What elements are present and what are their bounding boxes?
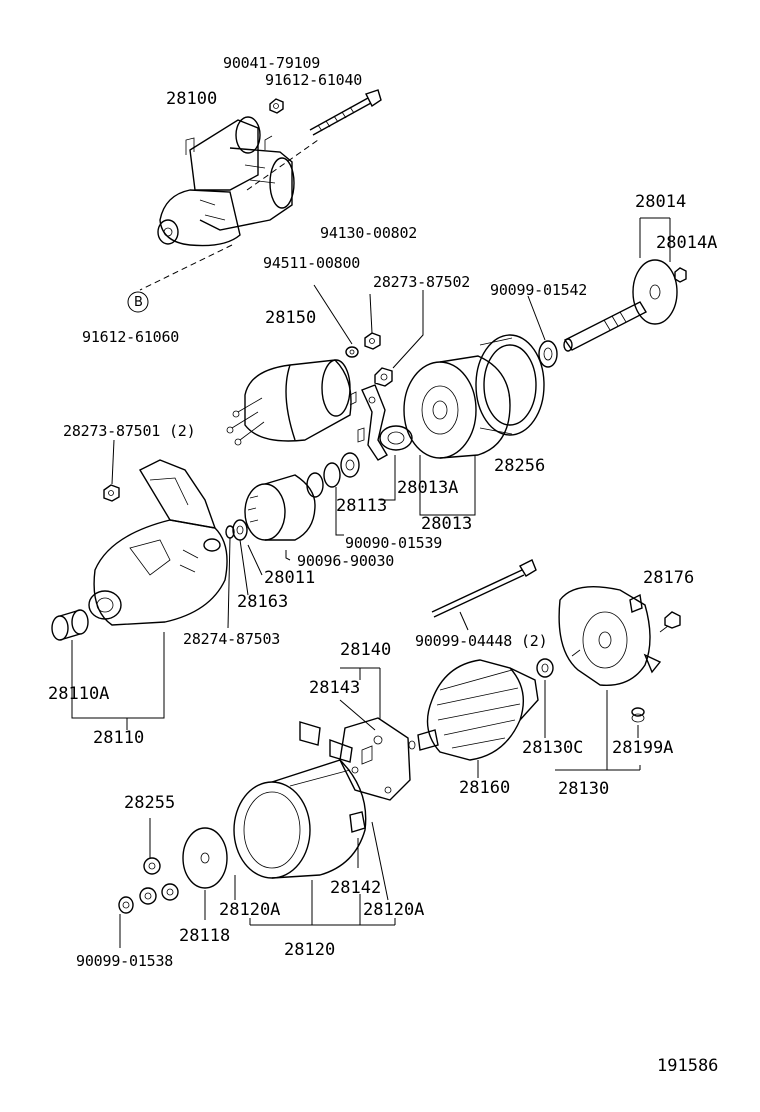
label-90096-90030: 90096-90030: [297, 552, 395, 570]
label-94511-00800: 94511-00800: [263, 254, 361, 272]
label-28100: 28100: [166, 89, 218, 109]
label-28120A-right: 28120A: [363, 900, 425, 920]
label-28142: 28142: [330, 878, 382, 898]
label-28274-87503: 28274-87503: [183, 630, 281, 648]
callout-letter-b: B: [134, 295, 143, 310]
label-91612-61060: 91612-61060: [82, 328, 180, 346]
label-28163: 28163: [237, 592, 289, 612]
label-28011: 28011: [264, 568, 316, 588]
bolt-28273-87501-part: [103, 484, 120, 502]
yoke-part: [233, 721, 367, 879]
callout-circle: [127, 291, 149, 313]
nut-28273-87502-part: [374, 367, 393, 387]
label-28140: 28140: [340, 640, 392, 660]
label-28120: 28120: [284, 940, 336, 960]
label-28013A: 28013A: [397, 478, 459, 498]
starter-assembly-part: [157, 116, 295, 247]
plate-28118-part: [182, 827, 228, 889]
clutch-pinion-part: [244, 474, 316, 541]
label-90090-01539: 90090-01539: [345, 534, 443, 552]
nut-90041-79109-part: [269, 98, 284, 114]
brush-holder-part: [339, 717, 411, 801]
label-90099-01538: 90099-01538: [76, 952, 174, 970]
label-90099-04448: 90099-04448 (2): [415, 632, 548, 650]
label-28013: 28013: [421, 514, 473, 534]
front-bracket-part: [88, 459, 228, 626]
screw-28176-part: [659, 611, 681, 633]
footer-code: 191586: [657, 1056, 719, 1076]
washer-94511-00800-part: [345, 346, 359, 358]
label-91612-61040: 91612-61040: [265, 71, 363, 89]
label-28199A: 28199A: [612, 738, 674, 758]
label-28130C: 28130C: [522, 738, 584, 758]
solenoid-part: [226, 359, 357, 446]
label-28273-87502: 28273-87502: [373, 273, 471, 291]
label-28113: 28113: [336, 496, 388, 516]
end-frame-part: [558, 585, 662, 687]
output-shaft-part: [563, 259, 678, 352]
label-28130: 28130: [558, 779, 610, 799]
washer-90096-part: [306, 472, 324, 498]
label-28110: 28110: [93, 728, 145, 748]
label-28160: 28160: [459, 778, 511, 798]
label-28273-87501: 28273-87501 (2): [63, 422, 196, 440]
pinion-stop-28163-part: [232, 519, 248, 541]
drive-lever-part: [357, 384, 388, 461]
label-28118: 28118: [179, 926, 231, 946]
label-94130-00802: 94130-00802: [320, 224, 418, 242]
washer-90099-01542-part: [538, 340, 558, 368]
washer-90090-part: [323, 452, 360, 488]
label-28176: 28176: [643, 568, 695, 588]
spring-28199A-part: [631, 707, 645, 723]
nut-28014A-part: [674, 267, 687, 283]
label-90099-01542: 90099-01542: [490, 281, 588, 299]
bushing-28110A-part: [51, 609, 89, 641]
through-bolt-part: [431, 559, 537, 618]
armature-part: [408, 659, 539, 761]
ring-28013A-part: [379, 425, 413, 451]
bearing-28130C-part: [536, 658, 554, 678]
label-28014: 28014: [635, 192, 687, 212]
label-28256: 28256: [494, 456, 546, 476]
nut-94130-00802-part: [364, 332, 381, 350]
label-28120A-left: 28120A: [219, 900, 281, 920]
label-90041-79109: 90041-79109: [223, 54, 321, 72]
label-28110A: 28110A: [48, 684, 110, 704]
label-28150: 28150: [265, 308, 317, 328]
ring-gear-part: [475, 334, 545, 436]
label-28143: 28143: [309, 678, 361, 698]
washer-90099-01538-part: [118, 896, 134, 914]
planet-gears-part: [139, 857, 179, 905]
planetary-housing-part: [403, 355, 511, 459]
label-28255: 28255: [124, 793, 176, 813]
bolt-91612-61040-part: [309, 89, 382, 136]
label-28014A: 28014A: [656, 233, 718, 253]
